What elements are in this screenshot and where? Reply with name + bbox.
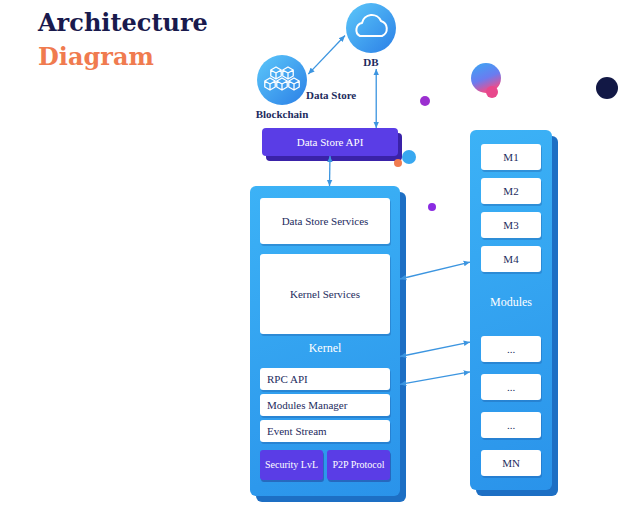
node-text: M3 xyxy=(503,219,518,232)
node-text: ... xyxy=(507,381,515,394)
cloud-icon xyxy=(356,15,386,36)
service-box: RPC API xyxy=(260,368,390,390)
service-box: M3 xyxy=(481,212,541,238)
store-circle: DB xyxy=(345,2,397,69)
floating-dot xyxy=(486,86,498,98)
floating-dot xyxy=(428,203,436,211)
node-text: Data Store Services xyxy=(282,215,369,228)
node-text: P2P Protocol xyxy=(332,459,384,471)
layer-panel: Data Store ServicesKernel ServicesRPC AP… xyxy=(250,186,400,496)
floating-dot xyxy=(596,77,618,99)
service-box: ... xyxy=(481,412,541,438)
connector-arrow xyxy=(400,372,470,384)
floating-dot xyxy=(420,96,430,106)
floating-dot xyxy=(394,159,402,167)
cube-icon xyxy=(277,78,287,90)
service-box: Data Store Services xyxy=(260,198,390,244)
node-text: ... xyxy=(507,419,515,432)
node-text: Modules Manager xyxy=(267,399,347,412)
node-text: DB xyxy=(363,56,378,69)
node-text: Modules xyxy=(470,296,552,309)
service-box: M1 xyxy=(481,144,541,170)
node-text: M1 xyxy=(503,151,518,164)
node-text: Blockchain xyxy=(256,108,309,121)
cube-icon xyxy=(265,78,275,90)
node-text: Kernel Services xyxy=(290,288,360,301)
protocol-box: P2P Protocol xyxy=(327,450,390,480)
service-box: MN xyxy=(481,450,541,476)
service-box: Event Stream xyxy=(260,420,390,442)
group-label: Data Store xyxy=(306,89,356,102)
service-box: Modules Manager xyxy=(260,394,390,416)
node-text: RPC API xyxy=(267,373,308,386)
service-box: ... xyxy=(481,374,541,400)
connector-arrow xyxy=(376,69,377,128)
node-text: MN xyxy=(502,457,520,470)
node-text: Event Stream xyxy=(267,425,327,438)
service-box: M2 xyxy=(481,178,541,204)
node-text: M4 xyxy=(503,253,518,266)
service-box: ... xyxy=(481,336,541,362)
node-text: ... xyxy=(507,343,515,356)
connector-arrow xyxy=(329,156,331,186)
store-icon xyxy=(256,54,308,106)
cube-icon xyxy=(283,67,293,79)
connector-arrow xyxy=(308,36,345,75)
service-box: M4 xyxy=(481,246,541,272)
node-text: M2 xyxy=(503,185,518,198)
icon-circle xyxy=(257,55,307,105)
store-icon xyxy=(345,2,397,54)
layer-panel: M1M2M3M4......... MN Modules xyxy=(470,130,552,490)
floating-dot xyxy=(402,150,416,164)
cube-icon xyxy=(271,67,281,79)
node-text: Data Store API xyxy=(297,136,364,149)
icon-circle xyxy=(346,3,396,53)
cube-icon xyxy=(289,78,299,90)
connector-arrow xyxy=(400,342,470,356)
connector-arrow xyxy=(400,262,470,279)
node-text: Security LvL xyxy=(265,459,318,471)
api-band: Data Store API xyxy=(262,128,398,156)
service-box: Kernel Services xyxy=(260,254,390,334)
diagram-title: Architecture Diagram xyxy=(38,6,268,74)
node-text: Kernel xyxy=(250,342,400,355)
protocol-box: Security LvL xyxy=(260,450,323,480)
store-circle: Blockchain xyxy=(256,54,309,121)
